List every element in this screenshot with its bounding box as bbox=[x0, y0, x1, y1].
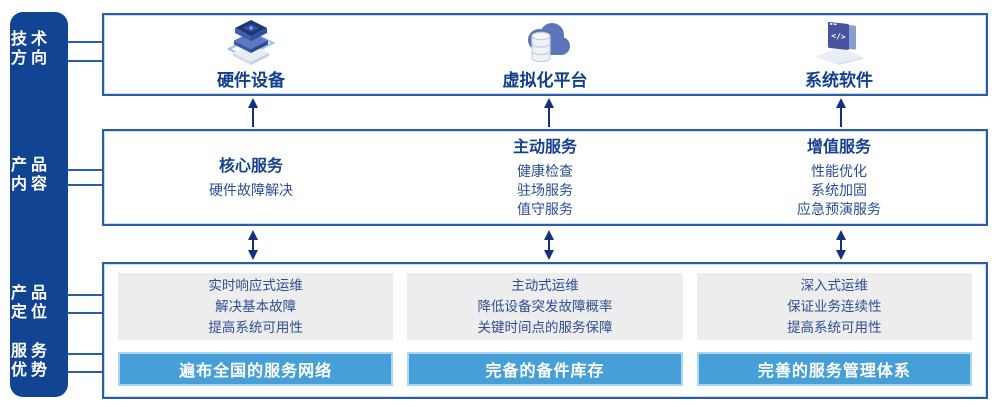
code-window-icon: </> bbox=[815, 21, 863, 65]
position-line: 实时响应式运维 bbox=[208, 278, 303, 293]
tech-item-hardware: 硬件设备 bbox=[104, 15, 398, 94]
position-line: 深入式运维 bbox=[800, 278, 869, 293]
category-rail bbox=[10, 12, 68, 397]
position-line: 解决基本故障 bbox=[215, 299, 297, 314]
rail-label-service-advantage: 服务 优势 bbox=[0, 342, 58, 380]
position-description: 主动式运维 降低设备突发故障概率 关键时间点的服务保障 bbox=[407, 273, 683, 340]
position-line: 降低设备突发故障概率 bbox=[477, 299, 613, 314]
connector-line bbox=[67, 312, 103, 314]
service-item: 驻场服务 bbox=[517, 181, 573, 198]
rail-label-line: 技术 bbox=[10, 31, 51, 48]
server-stack-icon bbox=[226, 19, 276, 65]
service-col-value-added: 增值服务 性能优化 系统加固 应急预演服务 bbox=[692, 131, 986, 224]
service-item: 性能优化 bbox=[811, 162, 867, 179]
double-arrow-icon bbox=[836, 230, 846, 260]
service-item: 应急预演服务 bbox=[797, 200, 881, 217]
tech-item-label: 虚拟化平台 bbox=[502, 70, 588, 90]
service-item: 硬件故障解决 bbox=[209, 181, 293, 198]
connector-line bbox=[67, 60, 103, 62]
service-col-proactive: 主动服务 健康检查 驻场服务 值守服务 bbox=[398, 131, 692, 224]
advantage-banner: 遍布全国的服务网络 bbox=[118, 352, 394, 386]
double-arrow-icon bbox=[248, 230, 258, 260]
rail-label-line: 方向 bbox=[10, 50, 51, 67]
rail-label-product-content: 产品 内容 bbox=[0, 156, 58, 194]
rail-label-line: 产品 bbox=[10, 157, 51, 174]
up-arrow-icon bbox=[248, 98, 258, 127]
service-col-core: 核心服务 硬件故障解决 bbox=[104, 131, 398, 224]
service-title: 增值服务 bbox=[806, 138, 871, 156]
position-description: 深入式运维 保证业务连续性 提高系统可用性 bbox=[696, 273, 972, 340]
tech-item-label: 硬件设备 bbox=[217, 70, 285, 90]
tech-item-system-software: </> 系统软件 bbox=[692, 15, 986, 94]
service-item: 值守服务 bbox=[517, 200, 573, 217]
connector-line bbox=[67, 41, 103, 43]
connector-line bbox=[67, 294, 103, 296]
advantage-banner: 完备的备件库存 bbox=[407, 352, 683, 386]
service-title: 核心服务 bbox=[218, 157, 283, 175]
position-description: 实时响应式运维 解决基本故障 提高系统可用性 bbox=[118, 273, 394, 340]
position-col-deep: 深入式运维 保证业务连续性 提高系统可用性 完善的服务管理体系 bbox=[696, 273, 972, 386]
rail-label-line: 定位 bbox=[10, 304, 51, 321]
up-arrow-icon bbox=[544, 98, 554, 127]
connector-line bbox=[67, 353, 103, 355]
rail-label-line: 内容 bbox=[10, 176, 51, 193]
tech-direction-panel: 硬件设备 虚拟化平台 bbox=[102, 13, 988, 96]
service-item: 健康检查 bbox=[517, 162, 573, 179]
connector-line bbox=[67, 184, 103, 186]
position-col-realtime: 实时响应式运维 解决基本故障 提高系统可用性 遍布全国的服务网络 bbox=[118, 273, 394, 386]
connector-line bbox=[67, 169, 103, 171]
rail-label-tech-direction: 技术 方向 bbox=[0, 30, 58, 68]
service-title: 主动服务 bbox=[512, 138, 577, 156]
rail-label-product-position: 产品 定位 bbox=[0, 284, 58, 322]
service-item: 系统加固 bbox=[811, 181, 867, 198]
rail-label-line: 服务 bbox=[10, 343, 51, 360]
cloud-database-icon bbox=[528, 22, 570, 62]
tech-item-label: 系统软件 bbox=[805, 70, 873, 90]
up-arrow-icon bbox=[836, 98, 846, 127]
double-arrow-icon bbox=[544, 230, 554, 260]
rail-label-line: 产品 bbox=[10, 285, 51, 302]
position-col-proactive: 主动式运维 降低设备突发故障概率 关键时间点的服务保障 完备的备件库存 bbox=[407, 273, 683, 386]
svg-text:</>: </> bbox=[831, 31, 846, 42]
connector-line bbox=[67, 371, 103, 373]
product-position-panel: 实时响应式运维 解决基本故障 提高系统可用性 遍布全国的服务网络 主动式运维 降… bbox=[102, 262, 988, 399]
advantage-banner: 完善的服务管理体系 bbox=[696, 352, 972, 386]
position-line: 提高系统可用性 bbox=[208, 320, 303, 335]
position-line: 主动式运维 bbox=[511, 278, 579, 293]
product-content-panel: 核心服务 硬件故障解决 主动服务 健康检查 驻场服务 值守服务 增值服务 性能优… bbox=[102, 129, 988, 226]
position-line: 提高系统可用性 bbox=[787, 320, 882, 335]
rail-label-line: 优势 bbox=[10, 362, 51, 379]
position-line: 保证业务连续性 bbox=[787, 299, 882, 314]
tech-item-virtualization: 虚拟化平台 bbox=[398, 15, 692, 94]
position-line: 关键时间点的服务保障 bbox=[477, 320, 613, 335]
